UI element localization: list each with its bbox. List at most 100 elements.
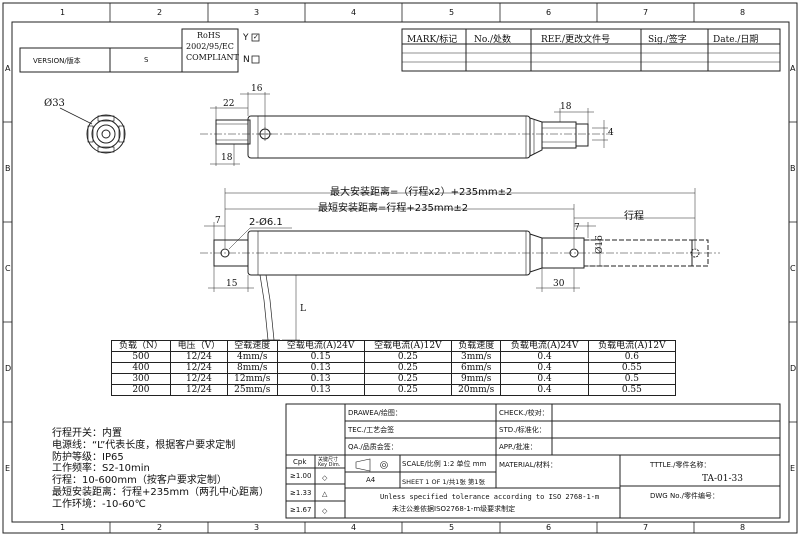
spec-header-cell: 负载（N）: [111, 340, 171, 352]
spec-cell: 0.13: [276, 384, 365, 396]
rohs-line2: 2002/95/EC: [186, 42, 234, 51]
spec-cell: 0.4: [500, 351, 589, 363]
rohs-line3: COMPLIANT: [186, 53, 239, 62]
spec-cell: 0.25: [363, 373, 452, 385]
dim-L: L: [300, 304, 306, 314]
rohs-no-label: N: [243, 55, 250, 65]
rev-date: Date./日期: [713, 35, 759, 45]
dim-dia-33: Ø33: [44, 98, 65, 109]
spec-cell: 12mm/s: [226, 373, 278, 385]
spec-cell: 0.4: [500, 384, 589, 396]
spec-cell: 0.4: [500, 373, 589, 385]
col-label: 3: [254, 8, 260, 17]
spec-cell: 12/24: [169, 362, 228, 374]
rev-sig: Sig./签字: [648, 35, 687, 45]
col-label: 5: [449, 523, 455, 532]
spec-cell: 0.6: [587, 351, 677, 363]
sheet-info: SHEET 1 OF 1/共1张 第1张: [402, 478, 486, 486]
material-label: MATERIAL/材料：: [499, 461, 557, 469]
spec-cell: 300: [111, 373, 171, 385]
col-label: 7: [643, 523, 649, 532]
spec-cell: 0.13: [276, 362, 365, 374]
paper-size: A4: [366, 476, 376, 484]
spec-table: 负载（N） 电压（V） 空载速度 空载电流(A)24V 空载电流(A)12V 负…: [111, 340, 677, 396]
spec-cell: 200: [111, 384, 171, 396]
col-label: 6: [546, 8, 552, 17]
spec-cell: 25mm/s: [226, 384, 278, 396]
spec-table-header: 负载（N） 电压（V） 空载速度 空载电流(A)24V 空载电流(A)12V 负…: [111, 340, 677, 352]
spec-header-cell: 空载电流(A)24V: [276, 340, 365, 352]
approved-label: APP./批准：: [499, 443, 537, 451]
row-label: E: [790, 464, 796, 473]
dim-7-left: 7: [215, 216, 221, 226]
note-line: 工作环境：-10-60℃: [52, 498, 146, 510]
table-row: 400 12/24 8mm/s 0.13 0.25 6mm/s 0.4 0.55: [111, 362, 677, 374]
checked-by-label: CHECK./校对：: [499, 409, 549, 417]
part-name-label: TTTLE./零件名称：: [650, 461, 711, 469]
spec-cell: 0.55: [587, 362, 677, 374]
spec-header-cell: 负载电流(A)12V: [587, 340, 677, 352]
dim-16: 16: [251, 84, 263, 94]
col-label: 4: [351, 8, 357, 17]
spec-cell: 0.5: [587, 373, 677, 385]
col-label: 6: [546, 523, 552, 532]
spec-cell: 3mm/s: [450, 351, 502, 363]
row-label: C: [790, 264, 796, 273]
spec-cell: 500: [111, 351, 171, 363]
technical-notes: 行程开关：内置 电源线：“L”代表长度，根据客户要求定制 防护等级：IP65 工…: [52, 428, 269, 511]
col-label: 8: [740, 523, 746, 532]
note-line: 行程开关：内置: [52, 428, 122, 439]
cpk-label: Cpk: [293, 458, 307, 466]
std-label: STD./标准化：: [499, 426, 546, 434]
spec-cell: 12/24: [169, 384, 228, 396]
row-label: A: [790, 64, 796, 73]
spec-header-cell: 负载电流(A)24V: [500, 340, 589, 352]
col-label: 5: [449, 8, 455, 17]
spec-header-cell: 电压（V）: [169, 340, 228, 352]
note-line: 行程：10-600mm（按客户要求定制）: [52, 475, 227, 487]
dim-18-left: 18: [221, 153, 233, 163]
spec-header-cell: 负载速度: [450, 340, 502, 352]
max-install-distance: 最大安装距离=（行程x2）+235mm±2: [330, 187, 513, 198]
tolerance-en: Unless specified tolerance according to …: [380, 493, 600, 501]
note-line: 电源线：“L”代表长度，根据客户要求定制: [52, 439, 236, 451]
spec-cell: 0.25: [363, 362, 452, 374]
spec-cell: 0.25: [363, 384, 452, 396]
row-label: E: [5, 464, 11, 473]
dim-7-right: 7: [574, 223, 580, 233]
spec-cell: 6mm/s: [450, 362, 502, 374]
cpk-value: ≥1.00: [290, 472, 312, 480]
table-row: 200 12/24 25mm/s 0.13 0.25 20mm/s 0.4 0.…: [111, 384, 677, 396]
dim-22: 22: [223, 99, 235, 109]
version-label: VERSION/版本: [33, 57, 81, 65]
spec-cell: 20mm/s: [450, 384, 502, 396]
col-label: 7: [643, 8, 649, 17]
hole-callout: 2-Ø6.1: [249, 217, 283, 228]
row-label: B: [790, 164, 796, 173]
cpk-value: ≥1.33: [290, 489, 312, 497]
col-label: 3: [254, 523, 260, 532]
table-row: 500 12/24 4mm/s 0.15 0.25 3mm/s 0.4 0.6: [111, 351, 677, 363]
scale-info: SCALE/比例 1:2 单位 mm: [402, 460, 487, 468]
row-label: B: [5, 164, 11, 173]
spec-header-cell: 空载电流(A)12V: [363, 340, 452, 352]
tec-label: TEC./工艺会签: [348, 426, 395, 434]
spec-cell: 8mm/s: [226, 362, 278, 374]
col-label: 8: [740, 8, 746, 17]
col-label: 2: [157, 523, 163, 532]
rohs-line1: RoHS: [197, 31, 221, 40]
row-label: C: [5, 264, 11, 273]
rohs-yes-label: Y: [243, 33, 249, 43]
spec-cell: 12/24: [169, 373, 228, 385]
rev-ref: REF./更改文件号: [541, 35, 611, 45]
inner-border: [11, 21, 790, 523]
spec-cell: 0.25: [363, 351, 452, 363]
rev-mark: MARK/标记: [407, 35, 458, 45]
col-label: 2: [157, 8, 163, 17]
dim-18-right: 18: [560, 102, 572, 112]
key-dim-triangle-icon: ◇: [322, 507, 328, 515]
qa-label: QA./品质会签：: [348, 443, 398, 451]
rev-no: No./处数: [474, 35, 512, 45]
